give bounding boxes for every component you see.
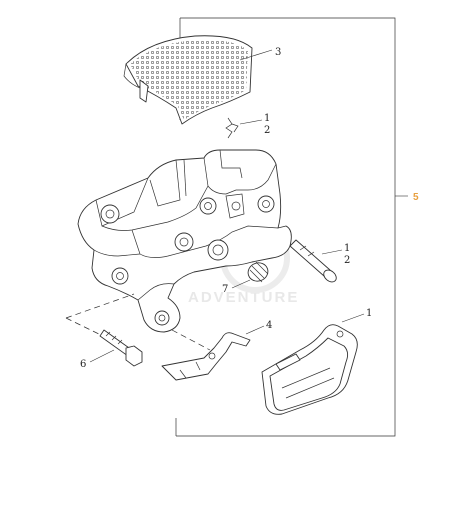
callout-5: 5 — [413, 192, 419, 203]
alignment-line-clip — [171, 329, 211, 351]
watermark-text: ADVENTURE — [188, 289, 299, 306]
callout-1-pin: 1 — [344, 243, 350, 254]
brake-pads-part — [261, 324, 358, 415]
mounting-bolt-part — [99, 329, 143, 367]
leader-pin — [321, 249, 343, 255]
leader-clip — [239, 119, 263, 125]
heat-shield-part — [123, 35, 253, 125]
caliper-body-part — [77, 149, 292, 333]
leader-7 — [231, 279, 251, 289]
callout-2-clip: 2 — [264, 125, 270, 136]
leader-3 — [239, 49, 273, 61]
leader-4 — [245, 325, 265, 335]
callout-7: 7 — [222, 284, 228, 295]
leader-6 — [89, 349, 115, 363]
pad-retainer-part — [161, 332, 251, 381]
callout-3: 3 — [275, 47, 281, 58]
callout-1-pads: 1 — [366, 308, 372, 319]
callout-2-pin: 2 — [344, 255, 350, 266]
bleeder-cap-part — [247, 261, 269, 283]
spring-clip-part — [225, 117, 239, 139]
callout-1-clip: 1 — [264, 113, 270, 124]
assembly-bracket — [176, 17, 396, 437]
callout-6: 6 — [80, 359, 86, 370]
leader-1-pads — [341, 313, 365, 323]
callout-4: 4 — [266, 320, 272, 331]
alignment-line-bolt — [65, 293, 135, 319]
guide-pin-part — [289, 239, 337, 283]
